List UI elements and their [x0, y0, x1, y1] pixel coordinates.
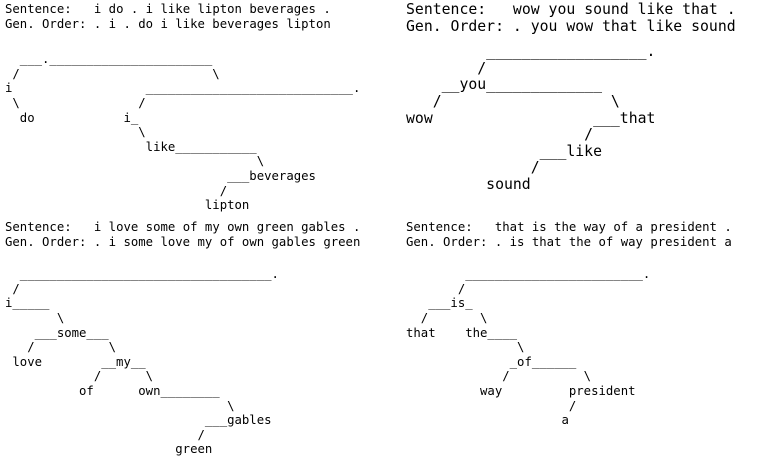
- gen-order-line: Gen. Order: . you wow that like sound: [406, 17, 773, 36]
- gen-order-label: Gen. Order:: [5, 16, 87, 31]
- gen-order-line: Gen. Order: . is that the of way preside…: [406, 235, 773, 250]
- dependency-tree: __________________________________. / i_…: [5, 267, 279, 457]
- dependency-tree: ________________________. / ___is_ / \ t…: [406, 267, 651, 428]
- gen-order-label: Gen. Order:: [406, 234, 488, 249]
- sentence-label: Sentence:: [406, 1, 487, 18]
- panel-top-left: Sentence: i do . i like lipton beverages…: [5, 2, 385, 213]
- sentence-line: Sentence: i do . i like lipton beverages…: [5, 2, 385, 17]
- sentence-label: Sentence:: [406, 220, 473, 234]
- dependency-tree: ___.______________________ / \ i _______…: [5, 52, 361, 213]
- sentence-label: Sentence:: [5, 220, 72, 234]
- gen-order-text: . you wow that like sound: [512, 17, 736, 35]
- gen-order-label: Gen. Order:: [5, 234, 87, 249]
- gen-order-text: . i some love my of own gables green: [93, 234, 361, 249]
- gen-order-label: Gen. Order:: [406, 17, 504, 35]
- sentence-text: i love some of my own green gables .: [93, 220, 361, 234]
- panel-bottom-left: Sentence: i love some of my own green ga…: [5, 220, 385, 457]
- gen-order-text: . i . do i like beverages lipton: [93, 16, 331, 31]
- gen-order-line: Gen. Order: . i . do i like beverages li…: [5, 17, 385, 32]
- gen-order-line: Gen. Order: . i some love my of own gabl…: [5, 235, 385, 250]
- sentence-line: Sentence: i love some of my own green ga…: [5, 220, 385, 235]
- sentence-text: wow you sound like that .: [512, 1, 736, 18]
- dependency-tree: __________________. / __you_____________…: [406, 43, 656, 193]
- sentence-label: Sentence:: [5, 2, 72, 16]
- sentence-line: Sentence: wow you sound like that .: [406, 1, 773, 19]
- gen-order-text: . is that the of way president a: [494, 234, 732, 249]
- sentence-line: Sentence: that is the way of a president…: [406, 220, 773, 235]
- sentence-text: i do . i like lipton beverages .: [93, 2, 331, 16]
- panel-top-right: Sentence: wow you sound like that . Gen.…: [406, 1, 773, 194]
- panel-bottom-right: Sentence: that is the way of a president…: [406, 220, 773, 428]
- sentence-text: that is the way of a president .: [494, 220, 732, 234]
